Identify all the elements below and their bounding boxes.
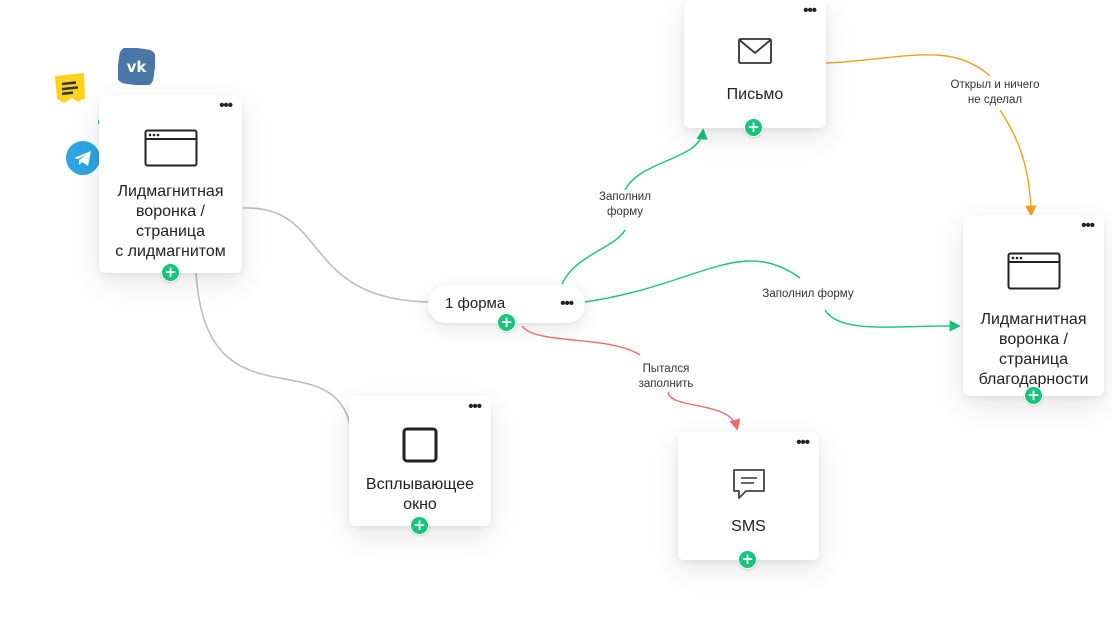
more-options-icon[interactable]: ••• (560, 295, 574, 312)
edge-funnel-to-form (242, 207, 431, 303)
browser-window-icon (144, 129, 198, 172)
more-options-icon[interactable]: ••• (796, 434, 810, 451)
lead-funnel-node[interactable]: ••• Лидмагнитная воронка / страница с ли… (99, 95, 242, 282)
more-options-icon[interactable]: ••• (219, 97, 233, 114)
letter-node[interactable]: ••• Письмо + (684, 0, 826, 137)
thanks-page-node[interactable]: ••• Лидмагнитная воронка / страница благ… (963, 215, 1104, 405)
more-options-icon[interactable]: ••• (468, 398, 482, 415)
add-step-button[interactable]: + (497, 313, 516, 332)
form-node[interactable]: 1 форма ••• + (428, 285, 585, 332)
node-title: Всплывающее окно (365, 476, 475, 513)
edge-label-tried-fill: Пытался заполнить (628, 362, 704, 392)
more-options-icon[interactable]: ••• (803, 2, 817, 19)
edge-label-filled-form-letter: Заполнил форму (590, 190, 660, 220)
edge-funnel-to-popup (195, 271, 351, 426)
envelope-icon (738, 38, 772, 69)
edge-form-to-letter (561, 131, 703, 285)
add-step-button[interactable]: + (161, 263, 180, 282)
node-title: SMS (731, 518, 766, 535)
edge-label-opened-nothing: Открыл и ничего не сделал (940, 78, 1050, 108)
popup-node[interactable]: ••• Всплывающее окно + (349, 396, 491, 535)
edge-letter-to-thanks (825, 54, 1031, 214)
chat-icon (732, 468, 766, 507)
tilda-icon (52, 72, 88, 108)
edge-form-to-thanks (584, 260, 958, 327)
svg-text:vk: vk (127, 58, 148, 76)
node-title: Лидмагнитная воронка / страница благодар… (978, 311, 1089, 388)
telegram-icon (65, 140, 101, 176)
browser-window-icon (1007, 252, 1061, 295)
edge-label-filled-form-thanks: Заполнил форму (752, 287, 864, 302)
add-step-button[interactable]: + (1024, 386, 1043, 405)
sms-node[interactable]: ••• SMS + (678, 432, 819, 569)
node-title: Письмо (726, 86, 784, 103)
add-step-button[interactable]: + (738, 550, 757, 569)
add-step-button[interactable]: + (410, 516, 429, 535)
more-options-icon[interactable]: ••• (1081, 217, 1095, 234)
node-title: Лидмагнитная воронка / страница с лидмаг… (115, 183, 226, 260)
edge-form-to-sms (521, 325, 737, 428)
node-title: 1 форма (445, 295, 506, 312)
add-step-button[interactable]: + (744, 118, 763, 137)
square-icon (402, 427, 438, 468)
vk-icon: vk (116, 46, 157, 87)
